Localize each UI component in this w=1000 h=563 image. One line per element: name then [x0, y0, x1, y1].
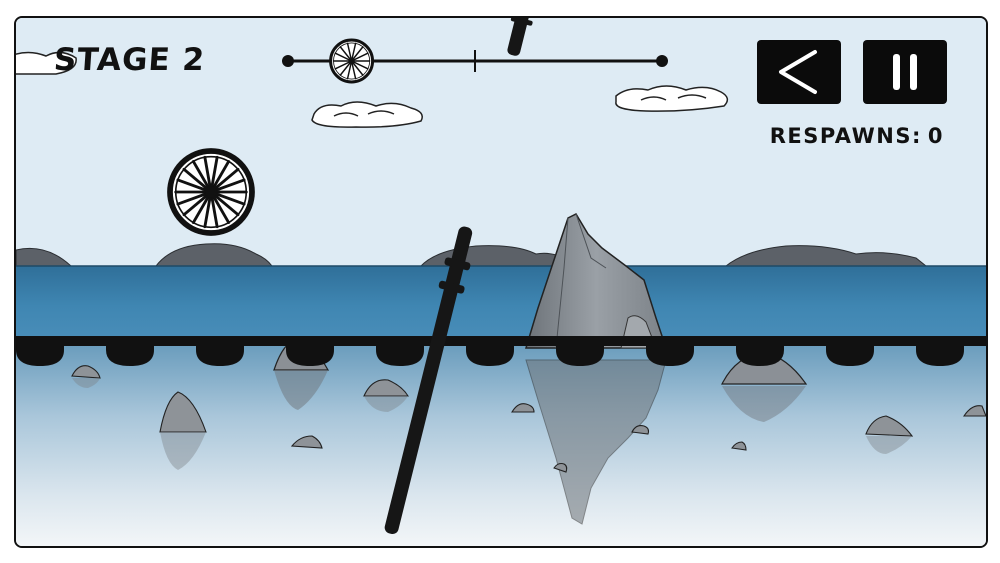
- game-viewport[interactable]: STAGE 2 RESPAWNS:0: [14, 16, 988, 548]
- player-wheel: [167, 148, 255, 236]
- hanging-pole: [507, 18, 533, 56]
- underwater-rock-reflections: [72, 378, 912, 470]
- respawns-label: RESPAWNS:: [769, 124, 922, 148]
- pause-icon: [893, 54, 917, 90]
- distant-hills: [16, 243, 928, 267]
- respawns-counter: RESPAWNS:0: [770, 124, 944, 148]
- pontoon: [196, 344, 244, 366]
- pontoon: [556, 344, 604, 366]
- pontoon-track: [16, 336, 986, 366]
- pontoon: [826, 344, 874, 366]
- underwater-rocks: [71, 365, 986, 473]
- pontoon: [916, 344, 964, 366]
- pontoon: [286, 344, 334, 366]
- pontoon: [466, 344, 514, 366]
- sea: [16, 266, 986, 346]
- surface-rock-reflection: [722, 386, 806, 422]
- progress-end-dot: [656, 55, 668, 67]
- pole-obstacle: [384, 226, 473, 535]
- pontoon: [646, 344, 694, 366]
- pause-button[interactable]: [863, 40, 947, 104]
- pontoon: [16, 344, 64, 366]
- respawns-count: 0: [927, 124, 944, 148]
- pontoon: [736, 344, 784, 366]
- underwater: [16, 346, 986, 546]
- back-button[interactable]: [757, 40, 841, 104]
- progress-start-dot: [282, 55, 294, 67]
- surface-rock-reflection: [274, 370, 328, 410]
- big-rock-reflection: [525, 359, 667, 525]
- pontoons: [16, 344, 964, 366]
- cloud: [615, 85, 729, 112]
- cloud: [16, 51, 77, 75]
- pontoon: [106, 344, 154, 366]
- pontoon: [376, 344, 424, 366]
- stage-label: STAGE 2: [52, 42, 207, 78]
- cloud: [311, 101, 423, 128]
- chevron-left-icon: [779, 50, 817, 94]
- stage-progress: [282, 38, 668, 84]
- progress-wheel-icon: [329, 38, 375, 84]
